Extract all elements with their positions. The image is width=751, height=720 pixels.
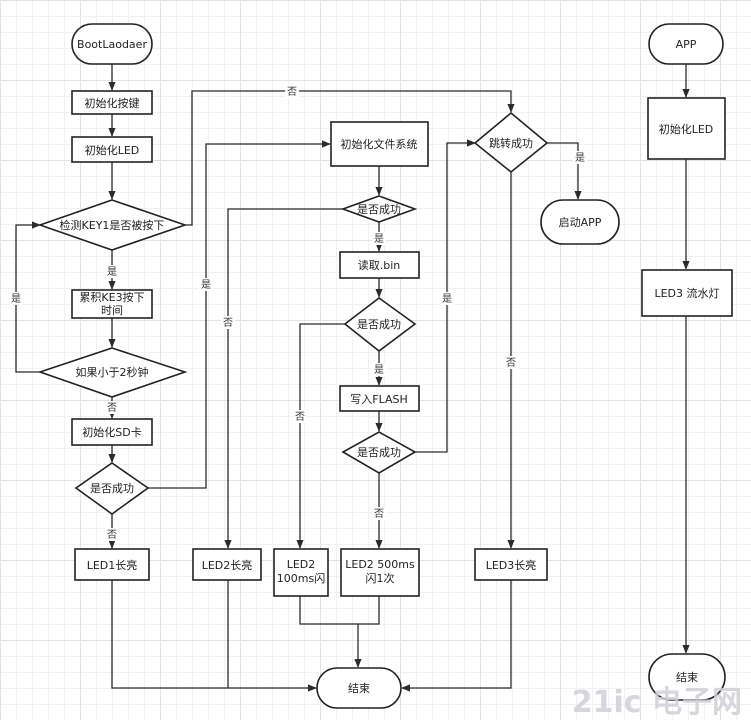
node-start-app [540,199,620,245]
node-init-key-text: 初始化按键 [85,96,140,110]
node-bootloader [71,23,153,65]
node-led2-500ms-line1: LED2 500ms [345,558,415,571]
node-led1-on [74,548,150,581]
node-app-led3 [641,269,733,317]
node-init-led-text: 初始化LED [85,143,140,157]
edge-labels: 否 是 是 否 否 是 是 否 是 否 否 是 是 否 [9,85,587,541]
node-led2-on [192,548,262,581]
label-jump-yes: 是 [575,152,585,164]
node-led3-on [474,548,548,581]
node-app-init-led [647,97,726,160]
node-led2-on-text: LED2长亮 [202,558,253,572]
node-fs-ok [340,195,418,223]
label-loop-yes: 是 [11,293,21,305]
node-app-end [648,653,726,701]
watermark: 21ic 电子网 [572,685,742,720]
node-led2-100ms [273,548,329,597]
node-init-led [71,136,153,163]
node-fs-ok-text: 是否成功 [357,203,401,216]
node-led2-100ms-line1: LED2 [287,558,316,571]
label-fs-yes: 是 [374,233,384,245]
label-write-yes: 是 [442,293,452,305]
node-sd-ok-text: 是否成功 [90,482,134,495]
edge-check-no [185,90,515,226]
node-check-key1-text: 检测KEY1是否被按下 [60,218,165,232]
label-lt2s-no: 否 [107,402,117,414]
label-jump-no: 否 [506,357,516,369]
node-jump-ok [473,111,549,174]
node-lt-2s-text: 如果小于2秒钟 [76,365,149,379]
node-read-ok-text: 是否成功 [357,318,401,331]
node-led2-100ms-line2: 100ms闪 [277,571,325,585]
edge-led1-to-end [111,580,317,692]
edge-led3-to-end [401,580,512,692]
node-init-sd [71,418,153,446]
node-start-app-text: 启动APP [559,216,602,229]
node-check-key1 [37,199,188,251]
node-led2-500ms-line2: 闪1次 [366,571,395,585]
node-app [648,23,724,65]
node-accum-key3-line2: 时间 [101,304,123,317]
node-app-led3-text: LED3 流水灯 [654,286,719,300]
node-accum-key3 [71,289,153,319]
node-app-end-text: 结束 [676,671,698,684]
label-read-no: 否 [295,411,305,423]
node-init-sd-text: 初始化SD卡 [82,425,141,439]
node-read-bin [339,251,420,279]
label-write-no: 否 [374,508,384,520]
label-read-yes: 是 [374,364,384,376]
edge-led2-100ms-merge [299,596,358,625]
node-write-flash-text: 写入FLASH [350,393,408,406]
edge-jump-yes [547,142,582,200]
node-read-bin-text: 读取.bin [358,258,401,272]
node-led3-on-text: LED3长亮 [486,558,537,572]
node-write-ok [341,431,417,474]
node-end-text: 结束 [348,682,370,695]
edge-fs-no [224,208,343,549]
node-led1-on-text: LED1长亮 [87,558,138,572]
node-write-ok-text: 是否成功 [357,446,401,459]
node-bootloader-text: BootLaodaer [77,38,147,51]
label-check-yes: 是 [107,266,117,278]
node-led2-500ms [340,548,420,597]
node-lt-2s [37,347,188,398]
nodes: BootLaodaer 初始化按键 初始化LED 检测KEY1是否被按下 累积K… [37,23,733,709]
node-app-text: APP [676,38,697,51]
node-init-key [71,90,153,115]
label-check-no: 否 [287,86,297,98]
node-accum-key3-line1: 累积KE3按下 [79,290,144,304]
node-sd-ok [74,462,150,515]
edge-led2-500ms-to-end [354,596,380,668]
edge-sd-yes [148,140,331,489]
node-init-fs [330,121,429,167]
node-init-fs-text: 初始化文件系统 [341,137,418,151]
node-jump-ok-text: 跳转成功 [489,136,533,150]
edge-read-no [296,323,345,549]
node-end [316,667,402,709]
node-write-flash [339,385,420,412]
node-read-ok [343,297,417,353]
node-app-init-led-text: 初始化LED [659,122,714,136]
label-sd-no: 否 [107,529,117,541]
label-sd-yes: 是 [201,279,211,291]
label-fs-no: 否 [223,317,233,329]
